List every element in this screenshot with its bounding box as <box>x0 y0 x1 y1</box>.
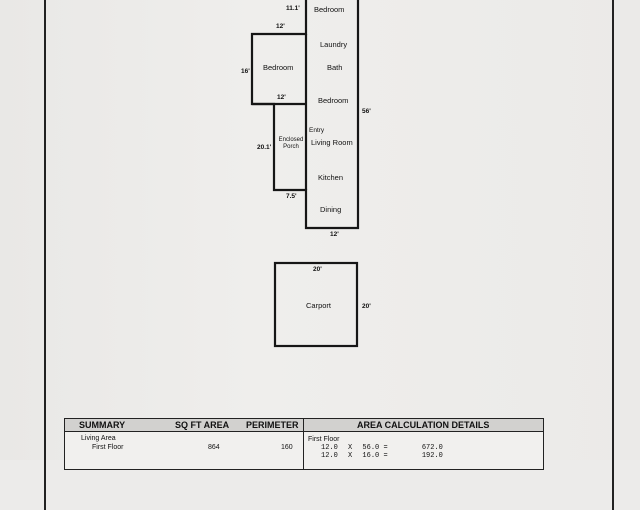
dim-main-height: 56' <box>362 108 371 115</box>
room-entry: Entry <box>309 127 325 134</box>
calc-a: 12.0 <box>321 452 338 460</box>
room-laundry: Laundry <box>320 40 348 49</box>
room-bedroom-top: Bedroom <box>314 5 345 14</box>
header-summary: SUMMARY <box>79 420 126 430</box>
room-carport: Carport <box>306 301 332 310</box>
porch-label-line2: Porch <box>283 144 299 150</box>
main-house-outline <box>250 0 360 230</box>
calc-result: 672.0 <box>421 444 443 452</box>
calc-row: 12.0 X 16.0 = 192.0 <box>321 452 443 460</box>
dim-carport-width: 20' <box>313 266 322 273</box>
dim-carport-depth: 20' <box>362 303 371 310</box>
calc-a: 12.0 <box>321 444 338 452</box>
room-bedroom-left: Bedroom <box>263 63 294 72</box>
living-area-label: Living Area <box>81 435 116 442</box>
header-area-calc: AREA CALCULATION DETAILS <box>357 420 490 430</box>
dim-main-bottom-width: 12' <box>330 231 339 238</box>
summary-divider <box>303 419 304 469</box>
calc-b: 56.0 <box>362 444 380 452</box>
room-kitchen: Kitchen <box>318 173 344 182</box>
room-bath: Bath <box>327 63 343 72</box>
floor-plan-drawing <box>250 0 360 348</box>
dim-porch-width: 7.5' <box>286 193 297 200</box>
page-frame <box>44 0 614 510</box>
first-floor-perimeter: 160 <box>281 444 293 451</box>
calc-result: 192.0 <box>421 452 443 460</box>
dim-bedroom-left-height: 16' <box>241 68 250 75</box>
calc-b: 16.0 <box>362 452 380 460</box>
header-perimeter: PERIMETER <box>246 420 299 430</box>
dim-bedroom-bottom-width: 12' <box>277 94 286 101</box>
calc-eq: = <box>383 444 388 452</box>
calc-eq: = <box>383 452 388 460</box>
calc-op: X <box>348 444 353 452</box>
room-dining: Dining <box>320 205 342 214</box>
summary-header-row: SUMMARY SQ FT AREA PERIMETER AREA CALCUL… <box>65 419 543 432</box>
first-floor-label: First Floor <box>92 444 124 451</box>
carport-outline <box>273 261 359 348</box>
room-bedroom-main: Bedroom <box>318 96 349 105</box>
dim-bedroom-top-width: 12' <box>276 23 285 30</box>
first-floor-area: 864 <box>208 444 220 451</box>
room-enclosed-porch: Enclosed Porch <box>278 137 304 151</box>
calc-op: X <box>348 452 353 460</box>
header-sq-ft-area: SQ FT AREA <box>175 420 230 430</box>
room-living-room: Living Room <box>311 138 353 147</box>
calc-row: 12.0 X 56.0 = 672.0 <box>321 444 443 452</box>
porch-label-line1: Enclosed <box>278 137 304 143</box>
dim-porch-height: 20.1' <box>257 144 272 151</box>
calc-section-label: First Floor <box>308 436 340 443</box>
dim-top-offset: 11.1' <box>286 5 300 12</box>
summary-table: SUMMARY SQ FT AREA PERIMETER AREA CALCUL… <box>64 418 544 470</box>
